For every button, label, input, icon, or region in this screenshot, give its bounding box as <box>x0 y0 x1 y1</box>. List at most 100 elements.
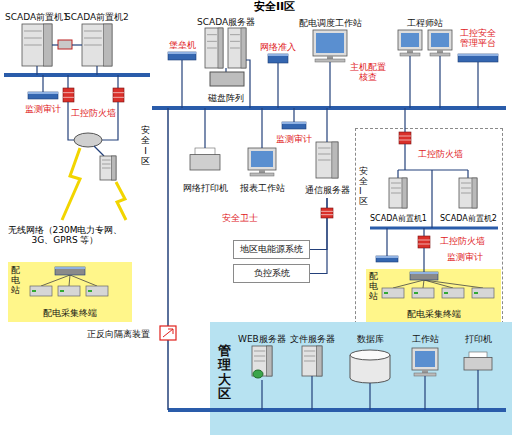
monitor-icon <box>412 348 438 370</box>
server-side <box>241 28 246 68</box>
security-label: 工控防火墙 <box>418 149 463 159</box>
database-top <box>350 350 390 360</box>
server-icon <box>205 28 223 68</box>
server-side <box>266 346 272 376</box>
system-box: 地区电能源系统 <box>233 240 310 259</box>
firewall-brick <box>63 92 74 93</box>
label-holder: 安全II区 <box>254 1 295 14</box>
device-label: WEB服务器 <box>238 334 286 344</box>
server-side <box>44 24 52 66</box>
wireless-signal <box>116 182 126 220</box>
device-label: 工程师站 <box>407 18 443 28</box>
network-wire <box>70 275 97 286</box>
terminal-unit <box>472 288 494 298</box>
network-wire <box>225 68 226 72</box>
label-holder: 监测审计 <box>447 252 483 262</box>
server-slot <box>102 160 111 161</box>
network-wire <box>311 376 312 410</box>
server-slot <box>391 183 401 184</box>
network-wire <box>326 108 327 142</box>
keyboard-icon <box>414 373 436 376</box>
label-holder: 监测审计 <box>276 134 312 144</box>
terminal-unit <box>86 286 108 296</box>
node-text: 负控系统 <box>254 267 290 280</box>
device-label: SCADA前置机1 <box>370 214 427 223</box>
firewall-brick <box>399 136 411 137</box>
device-label: 正反向隔离装置 <box>87 329 150 339</box>
firewall-brick <box>113 97 124 98</box>
network-wire <box>329 62 330 108</box>
label-holder: 正反向隔离装置 <box>87 329 150 339</box>
monitor-screen <box>415 351 435 367</box>
network-wire <box>167 108 169 326</box>
device-label: 网络打印机 <box>183 183 228 193</box>
network-wire <box>423 248 424 272</box>
network-wire <box>41 275 70 286</box>
network-wire <box>261 380 262 410</box>
network-wire <box>277 63 278 108</box>
monitor-icon <box>398 30 422 50</box>
label-holder: 安全卫士 <box>222 213 258 223</box>
device-label: 打印机 <box>465 334 492 344</box>
network-wire <box>386 228 387 256</box>
server-side <box>332 142 338 178</box>
switch-icon <box>58 40 72 49</box>
node-text: 配电采集终端 <box>43 307 97 320</box>
server-slot <box>230 34 240 35</box>
network-wire <box>246 60 250 108</box>
security-label: 工控防火墙 <box>440 236 485 246</box>
network-wire <box>477 62 478 108</box>
network-wire <box>167 340 169 410</box>
firewall-icon <box>418 236 430 248</box>
network-wire <box>261 108 262 148</box>
device-label: 无线网络（230M电力专网、3G、GPRS 等） <box>6 225 124 246</box>
connector-line <box>310 198 327 250</box>
system-box: 负控系统 <box>233 264 310 283</box>
network-wire <box>72 44 82 45</box>
label-holder: 工作站 <box>412 334 439 344</box>
server-slot <box>24 45 42 46</box>
network-wire <box>117 75 118 88</box>
monitor-stand <box>259 170 265 173</box>
label-holder: SCADA服务器 <box>197 17 255 27</box>
device-label: SCADA服务器 <box>197 17 255 27</box>
keyboard-icon <box>315 59 345 62</box>
server-slot <box>461 183 471 184</box>
network-wire <box>467 170 468 178</box>
network-wire <box>424 376 425 410</box>
monitor-stand <box>437 50 443 53</box>
device-top <box>55 267 85 269</box>
server-slot <box>207 41 217 42</box>
network-device <box>458 54 498 62</box>
server-slot <box>304 351 315 352</box>
terminal-led <box>414 292 418 294</box>
server-slot <box>254 361 265 362</box>
device-top <box>168 52 196 54</box>
monitor-screen <box>431 33 449 47</box>
keyboard-icon <box>400 53 420 56</box>
security-label: 监测审计 <box>276 134 312 144</box>
network-wire <box>369 383 370 410</box>
bus-line <box>168 408 506 412</box>
keyboard-icon <box>430 53 450 56</box>
label-holder: 打印机 <box>465 334 492 344</box>
firewall-brick <box>399 140 411 141</box>
server-icon <box>302 346 322 376</box>
terminal-unit <box>442 288 464 298</box>
server-slot <box>318 154 331 155</box>
monitor-stand <box>327 56 333 59</box>
network-wire <box>67 75 68 88</box>
network-device <box>55 267 85 275</box>
label-holder: 主机配置核查 <box>346 62 390 83</box>
server-slot <box>102 164 111 165</box>
device-label: 磁盘阵列 <box>208 93 244 103</box>
terminal-led <box>60 290 64 292</box>
label-holder: 数据库 <box>357 334 384 344</box>
server-side <box>472 178 477 208</box>
label-holder: 报表工作站 <box>240 183 285 193</box>
network-wire <box>293 108 294 122</box>
terminal-unit <box>58 286 80 296</box>
server-side <box>402 178 407 208</box>
network-wire <box>42 75 43 92</box>
